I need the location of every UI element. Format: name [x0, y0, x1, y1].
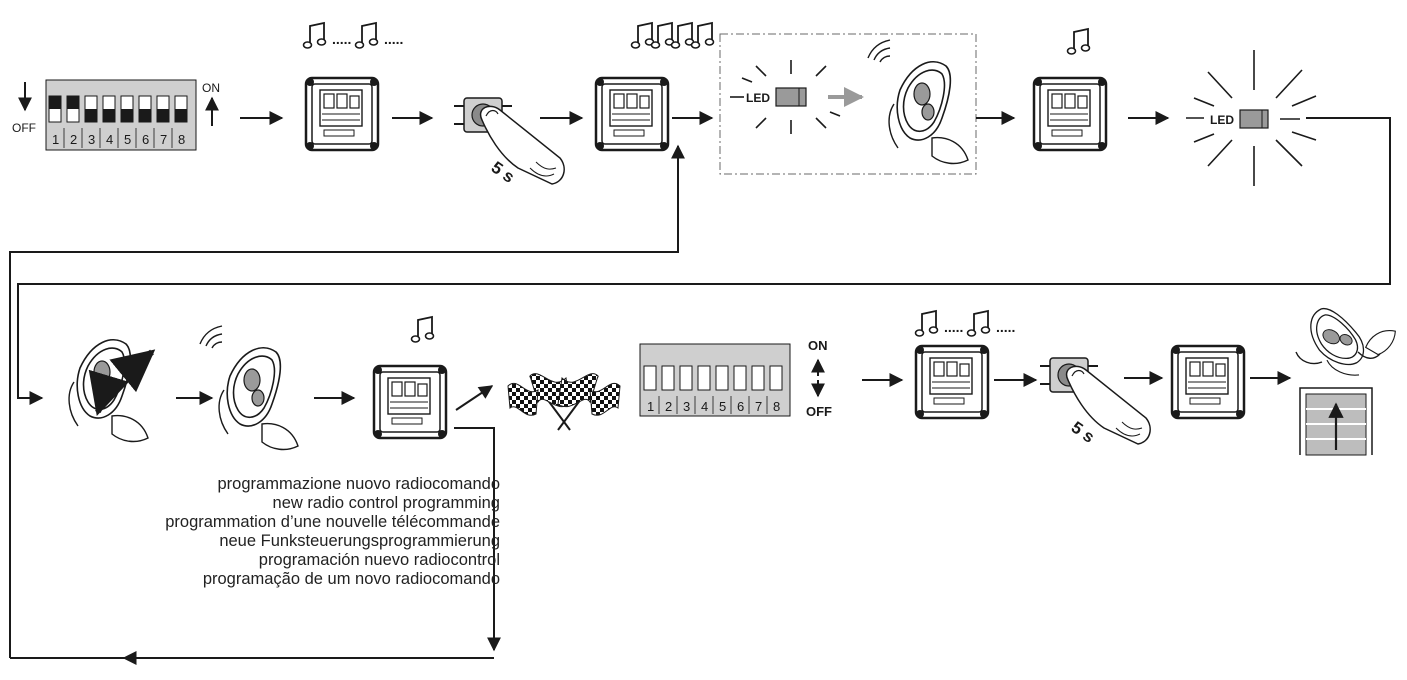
caption-line-en: new radio control programming — [272, 494, 500, 512]
dip-number: 2 — [665, 399, 672, 414]
svg-text:.....: ..... — [996, 319, 1015, 335]
led-blinking-icon: LED — [730, 60, 850, 134]
checkered-flags-icon — [507, 373, 621, 431]
control-unit-icon — [594, 76, 670, 152]
dip-number: 1 — [647, 399, 654, 414]
caption-line-it: programmazione nuovo radiocomando — [217, 475, 501, 493]
four-beeps-icon — [630, 22, 715, 49]
dip-switch-8 — [174, 95, 188, 123]
caption-line-fr: programmation d’une nouvelle télécommand… — [165, 513, 500, 531]
control-unit-icon — [304, 76, 380, 152]
svg-text:.....: ..... — [944, 319, 963, 335]
flow-arrow — [455, 385, 494, 411]
svg-text:.....: ..... — [384, 31, 403, 47]
remote-in-hand-icon — [867, 39, 969, 165]
dip-number: 8 — [178, 132, 185, 147]
dip-number: 5 — [719, 399, 726, 414]
dip-switch-7 — [156, 95, 170, 123]
led-label: LED — [746, 91, 770, 105]
led-remote-frame — [719, 33, 977, 175]
dip-switch-1 — [48, 95, 62, 123]
beep-sequence-icon: ..... ..... — [302, 22, 403, 49]
dip-switch-2 — [66, 95, 80, 123]
dip-number: 6 — [737, 399, 744, 414]
dip-on-label: ON — [202, 81, 220, 95]
remote-open-icon — [68, 339, 156, 443]
caption-block: programmazione nuovo radiocomando new ra… — [60, 475, 500, 589]
dip-switch-final: 1 2 3 4 5 6 7 8 ON OFF — [639, 338, 832, 419]
remote-operating-icon — [1295, 291, 1399, 388]
press-duration-label: 5 s — [1068, 418, 1098, 447]
dip-number: 2 — [70, 132, 77, 147]
dip-number: 4 — [701, 399, 708, 414]
dip-switches — [48, 95, 188, 123]
dip-off-label: OFF — [12, 121, 36, 135]
dip-switch-5 — [120, 95, 134, 123]
garage-door-icon — [1299, 387, 1373, 456]
beep-sequence-icon: ..... ..... — [914, 310, 1015, 337]
dip-switch-initial: OFF 1 2 3 4 5 6 7 8 — [12, 79, 220, 151]
caption-line-de: neue Funksteuerungsprogrammierung — [219, 532, 500, 550]
svg-text:.....: ..... — [332, 31, 351, 47]
caption-line-es: programación nuevo radiocontrol — [258, 551, 500, 569]
control-unit-icon — [372, 364, 448, 440]
single-beep-icon — [410, 316, 435, 343]
dip-switch-3 — [84, 95, 98, 123]
dip-number: 7 — [755, 399, 762, 414]
control-unit-icon — [1032, 76, 1108, 152]
dip-number: 5 — [124, 132, 131, 147]
loop-back-line — [9, 144, 685, 658]
dip-number: 6 — [142, 132, 149, 147]
dip-number: 7 — [160, 132, 167, 147]
dip-switch-4 — [102, 95, 116, 123]
dip-number: 4 — [106, 132, 113, 147]
caption-line-pt: programação de um novo radiocomando — [202, 570, 500, 588]
dip-number: 3 — [683, 399, 690, 414]
dip-on-label: ON — [808, 338, 828, 353]
remote-transmit-icon — [199, 325, 299, 451]
exit-down-line — [454, 427, 501, 652]
return-path-line — [17, 117, 1391, 405]
control-unit-icon — [1170, 344, 1246, 420]
dip-number: 8 — [773, 399, 780, 414]
dip-numbers: 1 2 3 4 5 6 7 8 — [52, 128, 185, 148]
dip-off-label: OFF — [806, 404, 832, 419]
dip-switch-6 — [138, 95, 152, 123]
dip-number: 3 — [88, 132, 95, 147]
single-beep-icon — [1066, 28, 1091, 55]
led-on-icon: LED — [1186, 50, 1317, 186]
led-label: LED — [1210, 113, 1234, 127]
dip-number: 1 — [52, 132, 59, 147]
control-unit-icon — [914, 344, 990, 420]
